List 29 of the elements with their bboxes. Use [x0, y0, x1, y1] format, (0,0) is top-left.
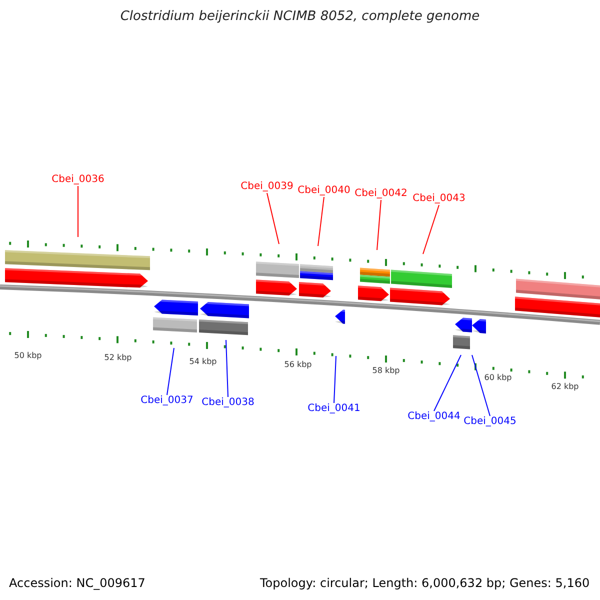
leader-line [318, 196, 324, 246]
scale-label: 50 kbp [14, 351, 42, 361]
gene-label: Cbei_0037 [140, 395, 194, 407]
leader-line [422, 204, 440, 254]
scale-label: 60 kbp [484, 373, 512, 383]
scale-label: 58 kbp [372, 366, 400, 376]
scale-label: 52 kbp [104, 353, 132, 363]
gene-label: Cbei_0043 [412, 193, 466, 205]
gene-label: Cbei_0042 [354, 188, 408, 200]
footer-text: Accession: NC_009617 [9, 576, 146, 590]
scale-label: 62 kbp [551, 382, 579, 392]
leader-line [266, 192, 280, 244]
leader-line [166, 348, 174, 396]
gene-label: Cbei_0036 [52, 174, 104, 186]
gene-label: Cbei_0041 [308, 403, 360, 415]
leader-line [334, 356, 336, 404]
scale-label: 56 kbp [284, 360, 312, 370]
gene-label: Cbei_0044 [408, 411, 460, 423]
leader-line [472, 354, 490, 416]
gene-label: Cbei_0039 [240, 181, 294, 193]
gene-label: Cbei_0040 [298, 185, 350, 197]
title: Clostridium beijerinckii NCIMB 8052, complete genome [119, 9, 481, 24]
leader-line [376, 200, 382, 250]
leader-line [434, 354, 462, 412]
scale-label: 54 kbp [189, 357, 217, 367]
footer-text: Topology: circular; Length: 6,000,632 bp; Genes: 5,160 [260, 576, 590, 590]
leader-line [226, 340, 228, 398]
gene-label: Cbei_0045 [464, 416, 516, 428]
gene-label: Cbei_0038 [202, 397, 254, 409]
